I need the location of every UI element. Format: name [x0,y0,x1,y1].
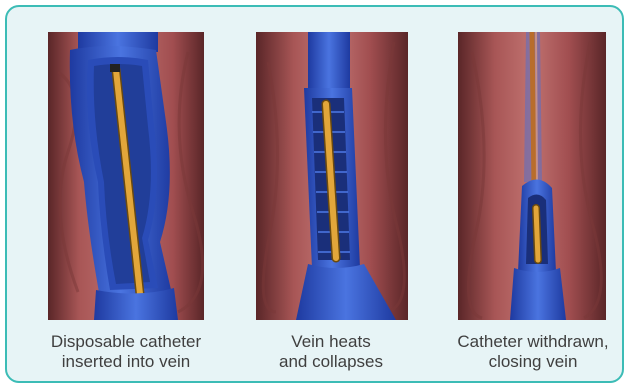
vein-illustration-3 [458,32,606,320]
vein-illustration-2 [256,32,408,320]
panel-catheter-inserted [48,32,204,320]
caption-panel-3: Catheter withdrawn, closing vein [438,332,628,372]
vein-illustration-1 [48,32,204,320]
panel-catheter-withdrawn [458,32,606,320]
panel-vein-heats [256,32,408,320]
caption-panel-1: Disposable catheter inserted into vein [28,332,224,372]
caption-panel-2: Vein heats and collapses [236,332,426,372]
